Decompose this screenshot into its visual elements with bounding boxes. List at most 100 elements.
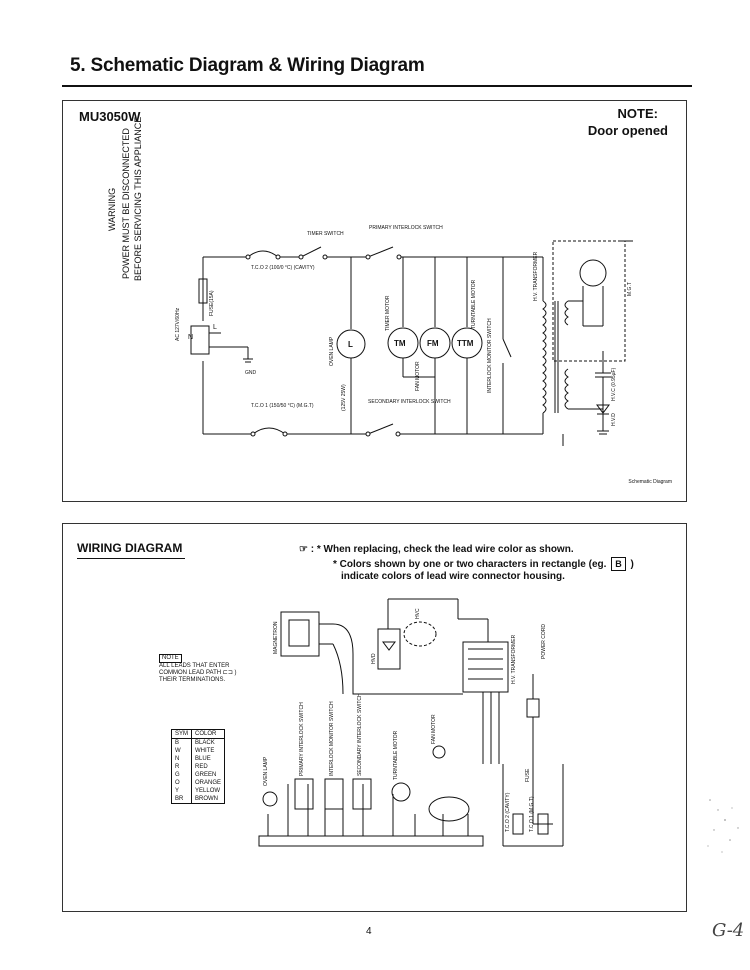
page-title: 5. Schematic Diagram & Wiring Diagram [70,55,425,76]
svg-text:INTERLOCK MONITOR SWITCH: INTERLOCK MONITOR SWITCH [487,318,493,393]
timer-switch-label: TIMER SWITCH [307,231,344,237]
secondary-wiring-label: SECONDARY INTERLOCK SWITCH [357,693,363,776]
fuse-label: FUSE(15A) [209,290,215,316]
gnd-label: GND [245,370,257,376]
svg-text:L: L [348,340,353,349]
schematic-panel: MU3050W NOTE: Door opened [62,100,687,502]
n-label: N [188,334,193,341]
hand-icon: ☞ : * [299,544,324,555]
svg-text:TM: TM [394,339,406,348]
svg-text:TIMER SWITCH: TIMER SWITCH [307,231,344,237]
hvc-wiring-label: HVC [415,608,421,619]
svg-text:SECONDARY INTERLOCK SWITCH: SECONDARY INTERLOCK SWITCH [357,693,363,776]
tco1-wiring-label: T.C.O 1 (M.G.T) [529,796,535,832]
monitor-switch-label: INTERLOCK MONITOR SWITCH [487,318,493,393]
model-number: MU3050W [79,109,141,124]
fuse-wiring-label: FUSE [525,768,531,782]
handwritten-page-mark: G-4 [712,920,745,941]
primary-wiring-label: PRIMARY INTERLOCK SWITCH [299,702,305,776]
svg-text:INTERLOCK MONITOR SWITCH: INTERLOCK MONITOR SWITCH [329,701,335,776]
secondary-interlock-label: SECONDARY INTERLOCK SWITCH [368,399,451,405]
svg-text:FAN MOTOR: FAN MOTOR [415,361,421,391]
monitor-wiring-label: INTERLOCK MONITOR SWITCH [329,701,335,776]
color-sym: BR [170,795,193,804]
magnetron-box [280,611,320,657]
tco2-wiring-label: T.C.O 2 (CAVITY) [505,792,511,832]
warning-title: WARNING [107,188,117,231]
fan-motor-label: FAN MOTOR [415,361,421,391]
fan-blade-icon [432,745,446,759]
mgt-label: M.G.T [627,282,633,296]
svg-text:OVEN LAMP: OVEN LAMP [329,336,335,366]
svg-text:TIMER MOTOR: TIMER MOTOR [385,295,391,331]
svg-text:TURNTABLE MOTOR: TURNTABLE MOTOR [393,730,399,780]
transformer-box [462,641,509,693]
hvd-wiring-label: HVD [371,653,377,664]
instruction-line-3: indicate colors of lead wire connector h… [341,571,565,582]
wiring-title-underline [77,558,185,559]
color-name: BLUE [191,755,226,763]
svg-text:POWER MUST BE DISCONNECTED: POWER MUST BE DISCONNECTED [121,128,131,279]
magnetron-symbol [579,259,607,287]
hvc-label: H.V.C (0.95µF) [611,367,617,401]
svg-text:T.C.O 1 (M.G.T): T.C.O 1 (M.G.T) [529,796,535,832]
hvc-outline [403,621,437,647]
svg-text:T.C.O 1 (150/50 °C) (M.G.T): T.C.O 1 (150/50 °C) (M.G.T) [251,403,314,409]
color-name: BROWN [191,795,226,804]
svg-text:H.V. TRANSFORMER: H.V. TRANSFORMER [533,251,539,301]
timer-motor-label: TIMER MOTOR [385,295,391,331]
svg-text:TTM: TTM [457,339,474,348]
scan-noise [707,799,739,853]
svg-text:M.G.T: M.G.T [627,282,633,296]
color-table-header-sym: SYM [170,729,193,739]
tco1-body [537,813,549,835]
primary-switch-body [294,778,314,810]
wiring-diagram: MAGNETRON HVC HVD H.V. TRANSFORMER POWER… [258,598,564,847]
svg-text:HVD: HVD [371,653,377,664]
svg-text:GND: GND [245,370,257,376]
svg-text:T.C.O 2 (CAVITY): T.C.O 2 (CAVITY) [505,792,511,832]
svg-text:H.V.C (0.95µF): H.V.C (0.95µF) [611,367,617,401]
power-cord-plug [526,698,540,718]
example-badge: B [611,556,626,571]
schematic-diagram: TIMER SWITCH PRIMARY INTERLOCK SWITCH T.… [107,117,633,446]
color-name: BLACK [191,738,226,747]
hvd-label: H.V.D [611,413,617,426]
lead-path-icon: ⊏⊐ ) [222,670,237,676]
plug-symbol [190,325,210,355]
lead-note: NOTE ALL LEADS THAT ENTER COMMON LEAD PA… [159,654,237,684]
terminal-strip [258,835,484,847]
oven-lamp-label: OVEN LAMP [329,336,335,366]
lamp-symbol-label: L [348,340,353,349]
warning-line-3: BEFORE SERVICING THIS APPLIANCE [133,117,143,281]
svg-text:FUSE: FUSE [525,768,531,782]
warning-line-2: POWER MUST BE DISCONNECTED [121,128,131,279]
wiring-title: WIRING DIAGRAM [77,541,183,555]
color-table-header-color: COLOR [191,729,226,739]
color-sym: Y [170,787,193,795]
svg-text:WARNING: WARNING [107,188,117,231]
fm-symbol-label: FM [427,339,439,348]
tco2-label: T.C.O 2 (100/0 °C) (CAVITY) [251,265,315,271]
l-label: L [213,324,217,331]
svg-text:H.V. TRANSFORMER: H.V. TRANSFORMER [511,634,517,684]
wiring-panel: WIRING DIAGRAM ☞ : * When replacing, che… [62,523,687,912]
svg-text:N: N [188,334,193,341]
color-sym: W [170,747,193,755]
magnetron-dashed-box [552,240,626,362]
tco2-body [512,813,524,835]
tm-symbol-label: TM [394,339,406,348]
ttm-symbol-label: TTM [457,339,474,348]
secondary-switch-body [352,778,372,810]
note-line-3: THEIR TERMINATIONS. [159,677,226,683]
transformer-primary-coil [542,300,547,414]
color-sym: O [170,779,193,787]
monitor-switch-body [324,778,344,810]
tco1-switch-symbol [252,427,286,435]
